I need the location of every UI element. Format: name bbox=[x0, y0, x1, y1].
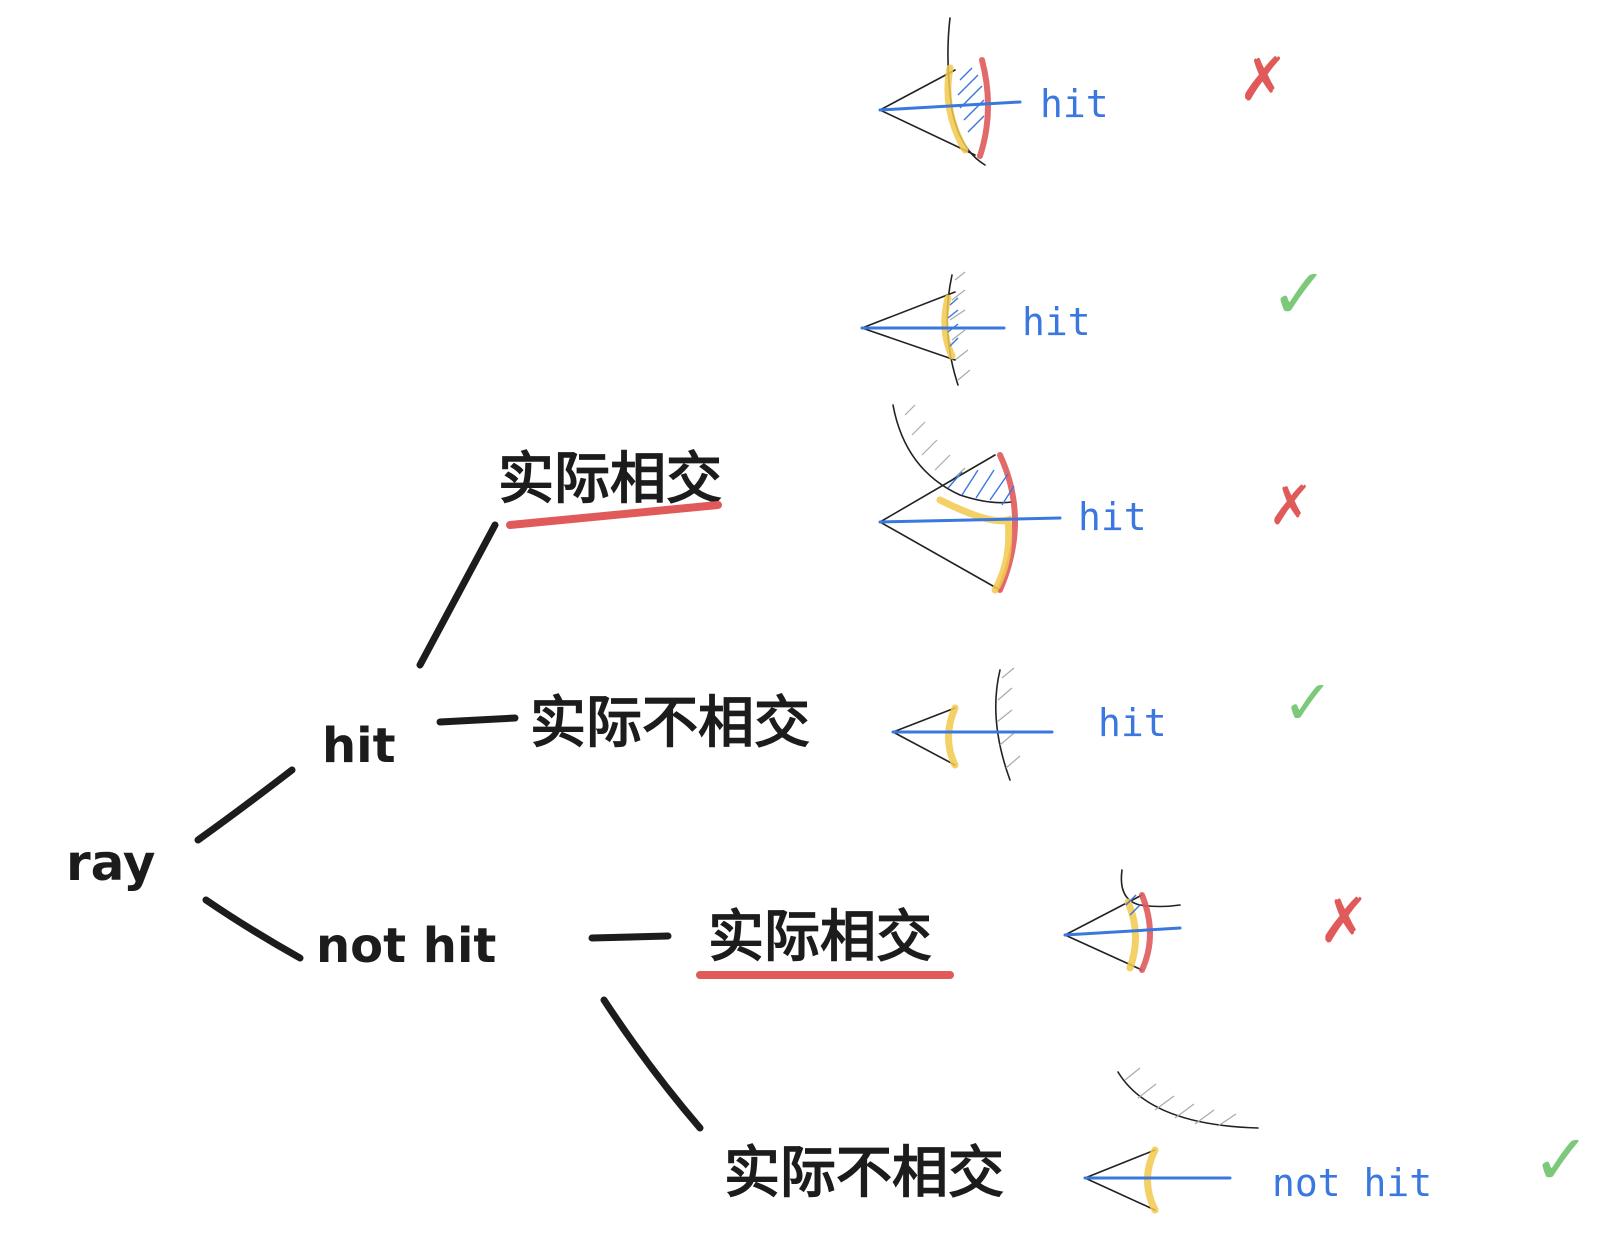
edge-nothit-nointersect bbox=[600, 996, 704, 1132]
case-5-result: ✗ bbox=[1318, 884, 1370, 957]
case-2-sketch bbox=[860, 271, 1006, 386]
nothit-intersect-label: 实际相交 bbox=[708, 905, 932, 970]
hit-intersect-underline bbox=[506, 501, 722, 529]
edge-hit-nointersect bbox=[436, 714, 519, 726]
case-1-sketch bbox=[878, 17, 1022, 166]
edge-nothit-intersect bbox=[588, 932, 672, 942]
not-hit-label: not hit bbox=[316, 918, 496, 974]
case-4-label: hit bbox=[1098, 701, 1167, 745]
case-3-sketch bbox=[878, 404, 1062, 594]
case-6-sketch bbox=[1083, 1067, 1259, 1214]
hit-label: hit bbox=[322, 718, 396, 774]
edge-ray-hit bbox=[194, 766, 296, 844]
case-2-result: ✓ bbox=[1270, 253, 1329, 335]
case-6-label: not hit bbox=[1272, 1161, 1432, 1205]
hit-intersect-label: 实际相交 bbox=[498, 447, 722, 512]
case-2-label: hit bbox=[1022, 300, 1091, 344]
case-6-result: ✓ bbox=[1532, 1119, 1591, 1201]
case-1-result: ✗ bbox=[1238, 45, 1288, 115]
edge-hit-intersect bbox=[416, 521, 499, 669]
case-5-sketch bbox=[1063, 869, 1182, 973]
case-3-result: ✗ bbox=[1268, 474, 1313, 537]
hit-no-intersect-label: 实际不相交 bbox=[530, 691, 810, 756]
case-4-result: ✓ bbox=[1282, 666, 1334, 739]
case-4-sketch bbox=[891, 667, 1054, 781]
case-3-label: hit bbox=[1078, 495, 1147, 539]
root-label: ray bbox=[66, 834, 155, 892]
case-1-label: hit bbox=[1040, 82, 1109, 126]
tree-edges bbox=[194, 521, 704, 1132]
nothit-no-intersect-label: 实际不相交 bbox=[724, 1141, 1004, 1206]
edge-ray-nothit bbox=[202, 896, 304, 962]
tree-labels: ray hit not hit 实际相交 实际不相交 实际相交 实际不相交 bbox=[66, 447, 1004, 1206]
